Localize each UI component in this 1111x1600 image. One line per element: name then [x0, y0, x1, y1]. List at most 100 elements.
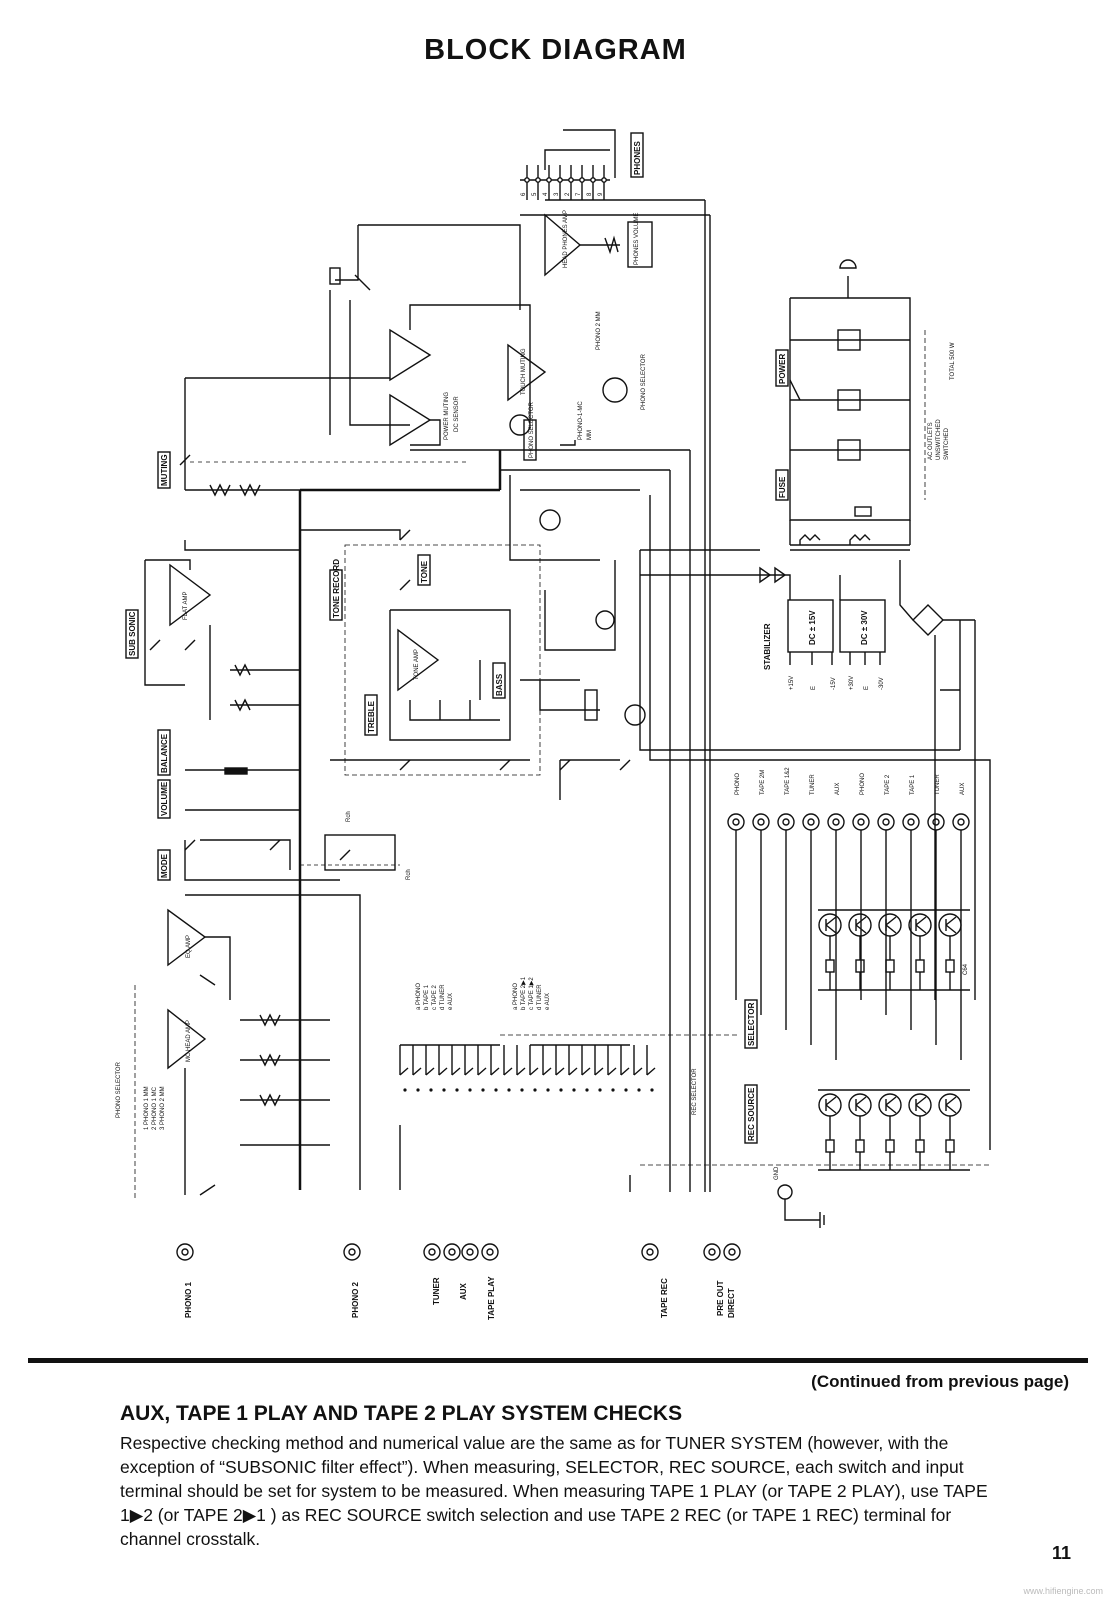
selector-transistor: [878, 913, 902, 937]
total-500w-label: TOTAL 500 W: [950, 342, 956, 380]
section-paragraph: Respective checking method and numerical…: [120, 1433, 988, 1549]
rec-selector-legend-item: b TAPE 2▶1: [521, 976, 527, 1010]
c64-label: C64: [963, 963, 969, 975]
selector-legend-item: c TAPE 2: [432, 985, 438, 1010]
input-jack-label: TAPE 2: [885, 774, 891, 795]
tuner-jack: [423, 1243, 441, 1261]
selector-label: SELECTOR: [747, 1002, 756, 1046]
rec-source-transistor: [818, 1093, 842, 1117]
mc-head-amp-label: MC HEAD AMP: [186, 1020, 192, 1062]
phono1-jack: [176, 1243, 194, 1261]
phono-selector-small-box: [523, 419, 537, 461]
eq-amp-label: EQ AMP: [186, 935, 192, 958]
input-jack: [852, 813, 870, 831]
watermark: www.hifiengine.com: [1023, 1586, 1103, 1596]
volume-box: [157, 779, 171, 819]
phono-sel-legend-2: 2 PHONO 1 MC: [152, 1086, 158, 1130]
selector-legend-item: b TAPE 1: [424, 984, 430, 1010]
rec-source-label: REC SOURCE: [747, 1087, 756, 1141]
rail-p15: +15V: [789, 676, 795, 690]
input-jack-label: TAPE 2M: [760, 770, 766, 795]
rec-source-transistor: [848, 1093, 872, 1117]
gnd-label: GND: [774, 1166, 780, 1180]
balance-label: BALANCE: [160, 733, 169, 773]
aux-terminal-label: AUX: [459, 1282, 468, 1300]
phones-pin-label: 4: [543, 192, 549, 196]
tone-record-label: TONE RECORD: [332, 559, 341, 618]
mm-label: MM: [587, 430, 593, 440]
phono-selector-text: PHONO SELECTOR: [641, 353, 647, 410]
input-jack: [827, 813, 845, 831]
phono-sel-legend-1: 1 PHONO 1 MM: [144, 1086, 150, 1130]
power-muting-amp-2: [389, 393, 432, 447]
switched-label: SWITCHED: [944, 427, 950, 460]
subsonic-section: FLAT AMP SUB SONIC: [125, 540, 300, 720]
bass-box: [492, 662, 506, 699]
input-jack: [727, 813, 745, 831]
fuse-box: [775, 469, 789, 501]
power-box: [775, 349, 789, 387]
bottom-terminals: GND PHONO 1 PHONO 2 TUNER AUX TAPE PLAY …: [176, 1166, 825, 1320]
stabilizer-label: STABILIZER: [763, 623, 772, 670]
ac-outlets-label: AC OUTLETS: [928, 422, 934, 460]
rec-source-box: [744, 1084, 758, 1144]
balance-volume-mode: BALANCE VOLUME MODE Rch Rch: [157, 729, 412, 881]
dc-15v-block: [787, 599, 834, 653]
fuse-label: FUSE: [778, 476, 787, 498]
phono-sel-legend-3: 3 PHONO 2 MM: [160, 1086, 166, 1130]
head-phones-amp-label: HEAD PHONES AMP: [563, 210, 569, 268]
muting-section: POWER MUTING DC SENSOR TOUCH MUTING PHON…: [157, 224, 647, 497]
balance-box: [157, 729, 171, 776]
tone-label: TONE: [420, 560, 429, 583]
volume-label: VOLUME: [160, 781, 169, 816]
input-jack: [927, 813, 945, 831]
selector-legend-item: a PHONO: [416, 983, 422, 1010]
selector-transistor: [908, 913, 932, 937]
selector-transistor: [818, 913, 842, 937]
unswitched-label: UNSWITCHED: [936, 419, 942, 460]
page-title: BLOCK DIAGRAM: [424, 34, 687, 66]
tone-record-box: [329, 569, 343, 621]
rch-bottom-label: Rch: [406, 869, 412, 880]
gnd-terminal: [777, 1184, 793, 1200]
power-supply-section: POWER FUSE TOTAL 500 W AC OUTLETS UNSWIT…: [640, 259, 975, 690]
phono1-mc-label: PHONO-1-MC: [578, 401, 584, 440]
input-jack-label: TAPE 1&2: [785, 767, 791, 795]
phones-pin-label: 9: [598, 192, 604, 196]
input-jack: [752, 813, 770, 831]
pre-out-jack: [703, 1243, 721, 1261]
aux-jack-2: [461, 1243, 479, 1261]
input-jack: [802, 813, 820, 831]
tape-rec-jack: [641, 1243, 659, 1261]
input-jack: [877, 813, 895, 831]
rec-selector-legend-item: c TAPE 1▶2: [529, 977, 535, 1010]
phones-pin-label: 5: [532, 192, 538, 196]
phones-pin-label: 8: [587, 192, 593, 196]
phones-pin-label: 2: [565, 192, 571, 196]
input-jack-label: TAPE 1: [910, 774, 916, 795]
muting-box: [157, 451, 171, 489]
mode-label: MODE: [160, 853, 169, 878]
phono2-mm-label: PHONO 2 MM: [596, 311, 602, 350]
phono2-terminal-label: PHONO 2: [351, 1281, 360, 1318]
tone-box: [417, 554, 431, 586]
rec-source-transistor: [908, 1093, 932, 1117]
input-jack: [952, 813, 970, 831]
touch-muting-label: TOUCH MUTING: [521, 348, 527, 395]
phono-selector-small-label: PHONO SELECTOR: [529, 401, 535, 458]
treble-label: TREBLE: [367, 700, 376, 733]
phones-volume-box: [627, 221, 653, 268]
phono2-jack: [343, 1243, 361, 1261]
phono1-terminal-label: PHONO 1: [184, 1281, 193, 1318]
phones-pin-label: 3: [554, 192, 560, 196]
phones-pin-label: 7: [576, 192, 582, 196]
direct-terminal-label: DIRECT: [727, 1288, 736, 1318]
bridge-rectifier: [912, 604, 944, 636]
head-phones-amp-triangle: [544, 213, 582, 277]
rail-m15: -15V: [831, 677, 837, 690]
rail-p30: +30V: [849, 676, 855, 690]
